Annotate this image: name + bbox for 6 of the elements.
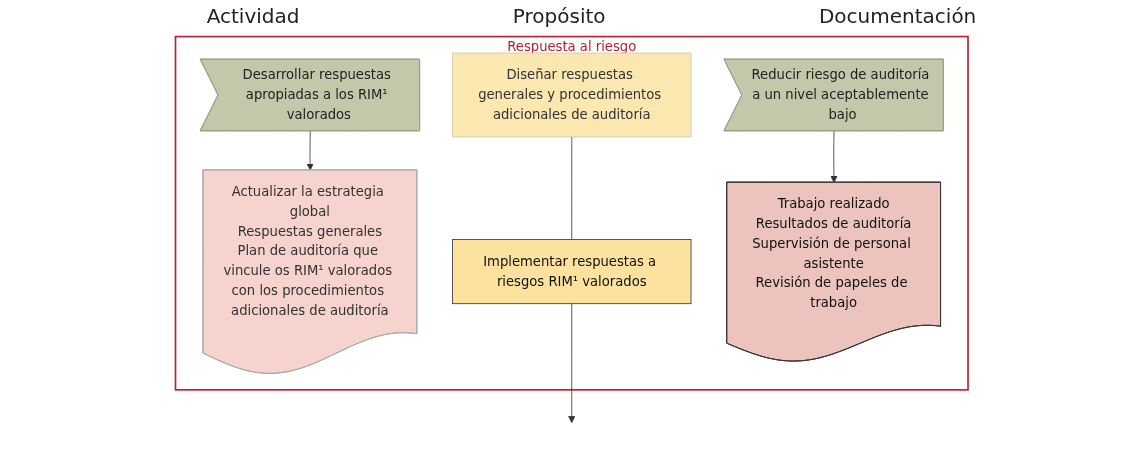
column-heading: Documentación xyxy=(818,4,977,30)
column-heading: Propósito xyxy=(512,4,606,30)
node-box: Implementar respuestas a riesgos RIM¹ valorados xyxy=(451,239,692,305)
node-box: Diseñar respuestas generales y procedimientos adicionales de auditoría xyxy=(451,52,692,138)
column-heading: Actividad xyxy=(206,4,300,30)
connector xyxy=(571,136,572,240)
